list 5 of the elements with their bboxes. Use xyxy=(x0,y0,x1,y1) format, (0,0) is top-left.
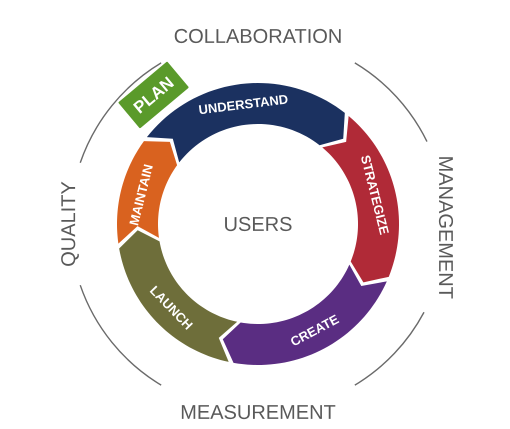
ring-label: QUALITY xyxy=(61,182,79,266)
ring-label: COLLABORATION xyxy=(174,28,341,44)
ring-label: MEASUREMENT xyxy=(182,404,336,420)
ring-label: USERS xyxy=(225,216,292,232)
ring-label: MANAGEMENT xyxy=(438,157,454,298)
